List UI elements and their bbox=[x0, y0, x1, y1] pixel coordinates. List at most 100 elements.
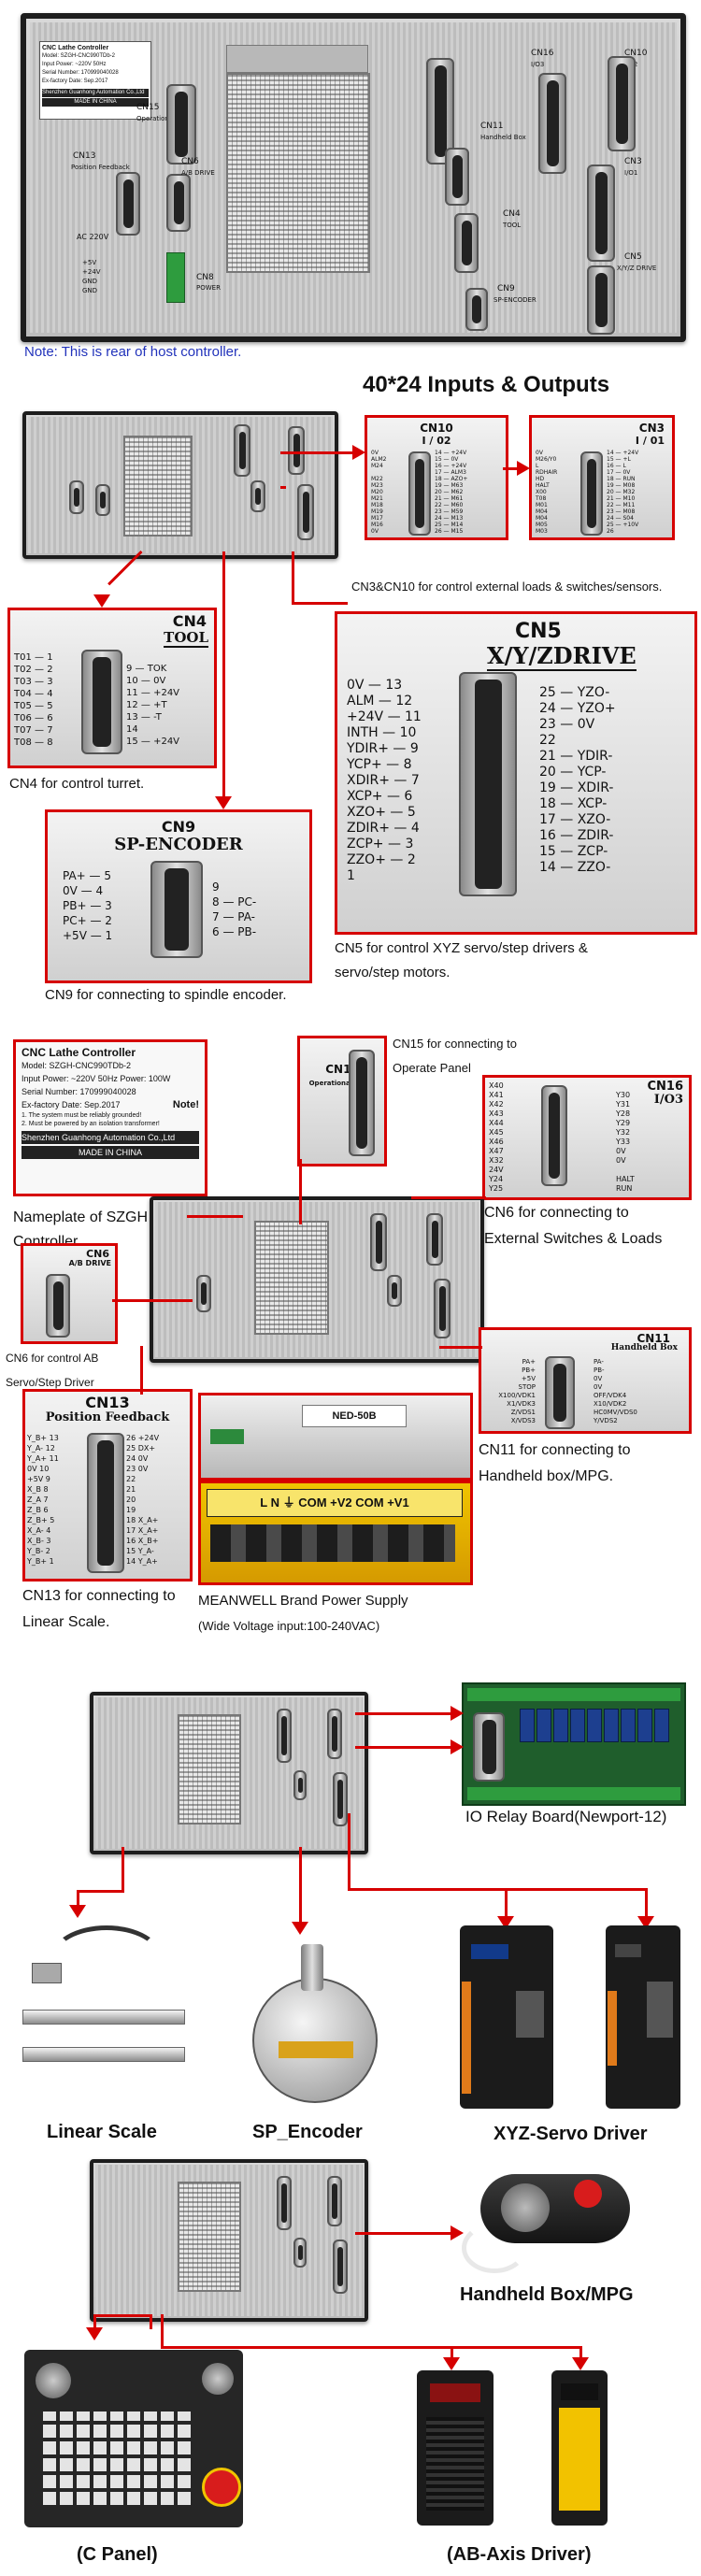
nameplate-company: Shenzhen Guanhong Automation Co.,Ltd bbox=[21, 1131, 199, 1144]
s4-arrow-encoder bbox=[299, 1847, 302, 1924]
cn3-label: CN3 bbox=[624, 157, 642, 166]
c-panel-keys bbox=[43, 2411, 193, 2505]
cn15-connector bbox=[166, 84, 196, 165]
cn13-connector bbox=[116, 172, 140, 236]
s4-arrow-encoder-head bbox=[292, 1922, 308, 1935]
ab-driver-1 bbox=[417, 2370, 494, 2526]
servo-caption: XYZ-Servo Driver bbox=[494, 2124, 648, 2144]
thumb-conn-c bbox=[250, 480, 265, 512]
ac-power-label: AC 220V bbox=[77, 233, 109, 241]
cn4-right-pins: 9 — TOK 10 — 0V 11 — +24V 12 — +T 13 — -… bbox=[126, 664, 180, 747]
io-heading: 40*24 Inputs & Outputs bbox=[363, 372, 610, 397]
cn10-connector-rear bbox=[426, 58, 454, 165]
psu-top-bracket bbox=[226, 45, 368, 73]
cn9-right-pins: 9 8 — PC- 7 — PA- 6 — PB- bbox=[212, 880, 257, 938]
encoder-shaft bbox=[301, 1944, 323, 1991]
cn3-sub: I / 01 bbox=[635, 435, 665, 447]
c-panel-knob-2 bbox=[202, 2363, 234, 2395]
s5-arrow-panel bbox=[93, 2314, 151, 2317]
relay-3 bbox=[553, 1709, 568, 1742]
s5-arrow-ab-h bbox=[161, 2346, 581, 2349]
mpg-wheel bbox=[501, 2183, 550, 2232]
cn11-left-pins: PA+ PB+ +5V STOP X100/VDK1 X1/VDK3 Z/VDS… bbox=[498, 1358, 536, 1424]
cn5-right-pins: 25 — YZO- 24 — YZO+ 23 — 0V 22 21 — YDIR… bbox=[539, 685, 616, 875]
thumb5-conn-c bbox=[293, 2238, 307, 2268]
cn3-title: CN3 bbox=[638, 422, 665, 435]
linear-scale-cable bbox=[50, 1925, 163, 1991]
relay-terminals-bottom bbox=[467, 1787, 680, 1800]
cn4-sub: TOOL bbox=[164, 629, 208, 648]
thumb5-psu bbox=[178, 2182, 241, 2292]
cn13-callout: CN13 Position Feedback Y_B+ 13 Y_A- 12 Y… bbox=[22, 1389, 193, 1581]
cn10-right-pins: 14 — +24V 15 — 0V 16 — +24V 17 — ALM3 18… bbox=[435, 450, 468, 535]
cn13-right-pins: 26 +24V 25 DX+ 24 0V 23 0V 22 21 20 19 1… bbox=[126, 1434, 160, 1566]
cn5-title: CN5 bbox=[515, 620, 562, 643]
c-panel-knob bbox=[36, 2363, 71, 2398]
psu-model-label: NED-50B bbox=[302, 1405, 407, 1427]
power-supply-module bbox=[226, 73, 370, 273]
s4-arrow-relay-head-2 bbox=[451, 1739, 464, 1754]
cn9-port bbox=[150, 861, 203, 958]
psu-photo-bottom: L N ⏚ COM +V2 COM +V1 bbox=[198, 1481, 473, 1585]
cn10-title: CN10 bbox=[420, 422, 453, 435]
relay-5 bbox=[587, 1709, 602, 1742]
s4-arrow-linear-v bbox=[122, 1847, 124, 1892]
cn16-title: CN16 bbox=[647, 1080, 683, 1094]
arrow-head-cn3 bbox=[517, 461, 530, 476]
encoder-image bbox=[241, 1944, 391, 2103]
relay-terminals-top bbox=[467, 1688, 680, 1701]
cn5-connector bbox=[587, 265, 615, 335]
cn16-callout: CN16 I/O3 X40 X41 X42 X43 X44 X45 X46 X4… bbox=[482, 1075, 692, 1200]
cn11-label: CN11 bbox=[480, 122, 504, 131]
nameplate-made: MADE IN CHINA bbox=[21, 1146, 199, 1159]
s5-arrow-ab-head1 bbox=[443, 2357, 460, 2370]
arrow-head-cn4 bbox=[93, 594, 110, 608]
cn11-sub: Handheld Box bbox=[610, 1343, 678, 1352]
cn3-port bbox=[580, 451, 603, 536]
servo-driver-2-stripe bbox=[608, 1991, 617, 2066]
cn11-callout: CN11 Handheld Box PA+ PB+ +5V STOP X100/… bbox=[479, 1327, 692, 1434]
servo-driver-1 bbox=[460, 1925, 553, 2109]
cn3-connector bbox=[587, 165, 615, 262]
servo-driver-1-ports bbox=[516, 1991, 544, 2038]
mpg-estop bbox=[574, 2180, 602, 2208]
s4-arrow-linear-v2 bbox=[77, 1890, 79, 1907]
cn6-title: CN6 bbox=[86, 1248, 109, 1260]
relay-input-connector bbox=[473, 1712, 505, 1782]
s4-arrow-servo-v2 bbox=[645, 1888, 648, 1918]
cn4-port bbox=[81, 650, 122, 754]
s4-arrow-linear-head bbox=[69, 1905, 86, 1918]
s5-arrow-ab-v1 bbox=[451, 2346, 453, 2359]
cn10-sub: I / 02 bbox=[422, 435, 451, 447]
cn6-label: CN6 bbox=[181, 157, 199, 166]
cn6-port bbox=[46, 1274, 70, 1338]
s3-arrow-cn6 bbox=[112, 1299, 193, 1302]
thumb-conn-b bbox=[288, 426, 305, 475]
cn11-port bbox=[545, 1356, 575, 1429]
cn3-sub: I/O1 bbox=[624, 169, 638, 177]
ab-driver-1-fins bbox=[426, 2417, 484, 2511]
cn5-sub: X/Y/Z DRIVE bbox=[617, 265, 657, 272]
nameplate-line2: 2. Must be powered by an isolation trans… bbox=[21, 1121, 160, 1127]
linear-caption: Linear Scale bbox=[47, 2122, 157, 2142]
thumb-conn-a bbox=[234, 424, 250, 477]
cn4-sub: TOOL bbox=[503, 222, 522, 229]
cn11-caption: CN11 for connecting to Handheld box/MPG. bbox=[479, 1442, 631, 1484]
cn4-left-pins: T01 — 1 T02 — 2 T03 — 3 T04 — 4 T05 — 5 … bbox=[14, 652, 53, 748]
cn16-right-pins: Y30 Y31 Y28 Y29 Y32 Y33 0V 0V HALT RUN bbox=[616, 1091, 635, 1193]
cn6-sub: A/B DRIVE bbox=[68, 1259, 111, 1267]
s4-arrow-linear-h bbox=[77, 1890, 124, 1893]
host-controller-rear: CNC Lathe Controller Model: SZGH-CNC990T… bbox=[21, 13, 686, 342]
thumb-conn-e bbox=[69, 480, 84, 514]
relay-9 bbox=[654, 1709, 669, 1742]
cn6-sub: A/B DRIVE bbox=[181, 169, 215, 177]
thumb4-psu bbox=[178, 1714, 241, 1825]
host-controller-thumb-5 bbox=[90, 2159, 368, 2322]
thumb-conn-f bbox=[95, 484, 110, 516]
psu-photo-top: NED-50B bbox=[198, 1393, 473, 1481]
cn3-right-pins: 14 — +24V 15 — +L 16 — L 17 — 0V 18 — RU… bbox=[607, 450, 639, 535]
thumb3-conn-c bbox=[387, 1275, 402, 1307]
nameplate-date: Ex-factory Date: Sep.2017 bbox=[21, 1100, 121, 1109]
cn13-label: CN13 bbox=[73, 151, 96, 161]
linear-scale-image bbox=[13, 1925, 191, 2112]
